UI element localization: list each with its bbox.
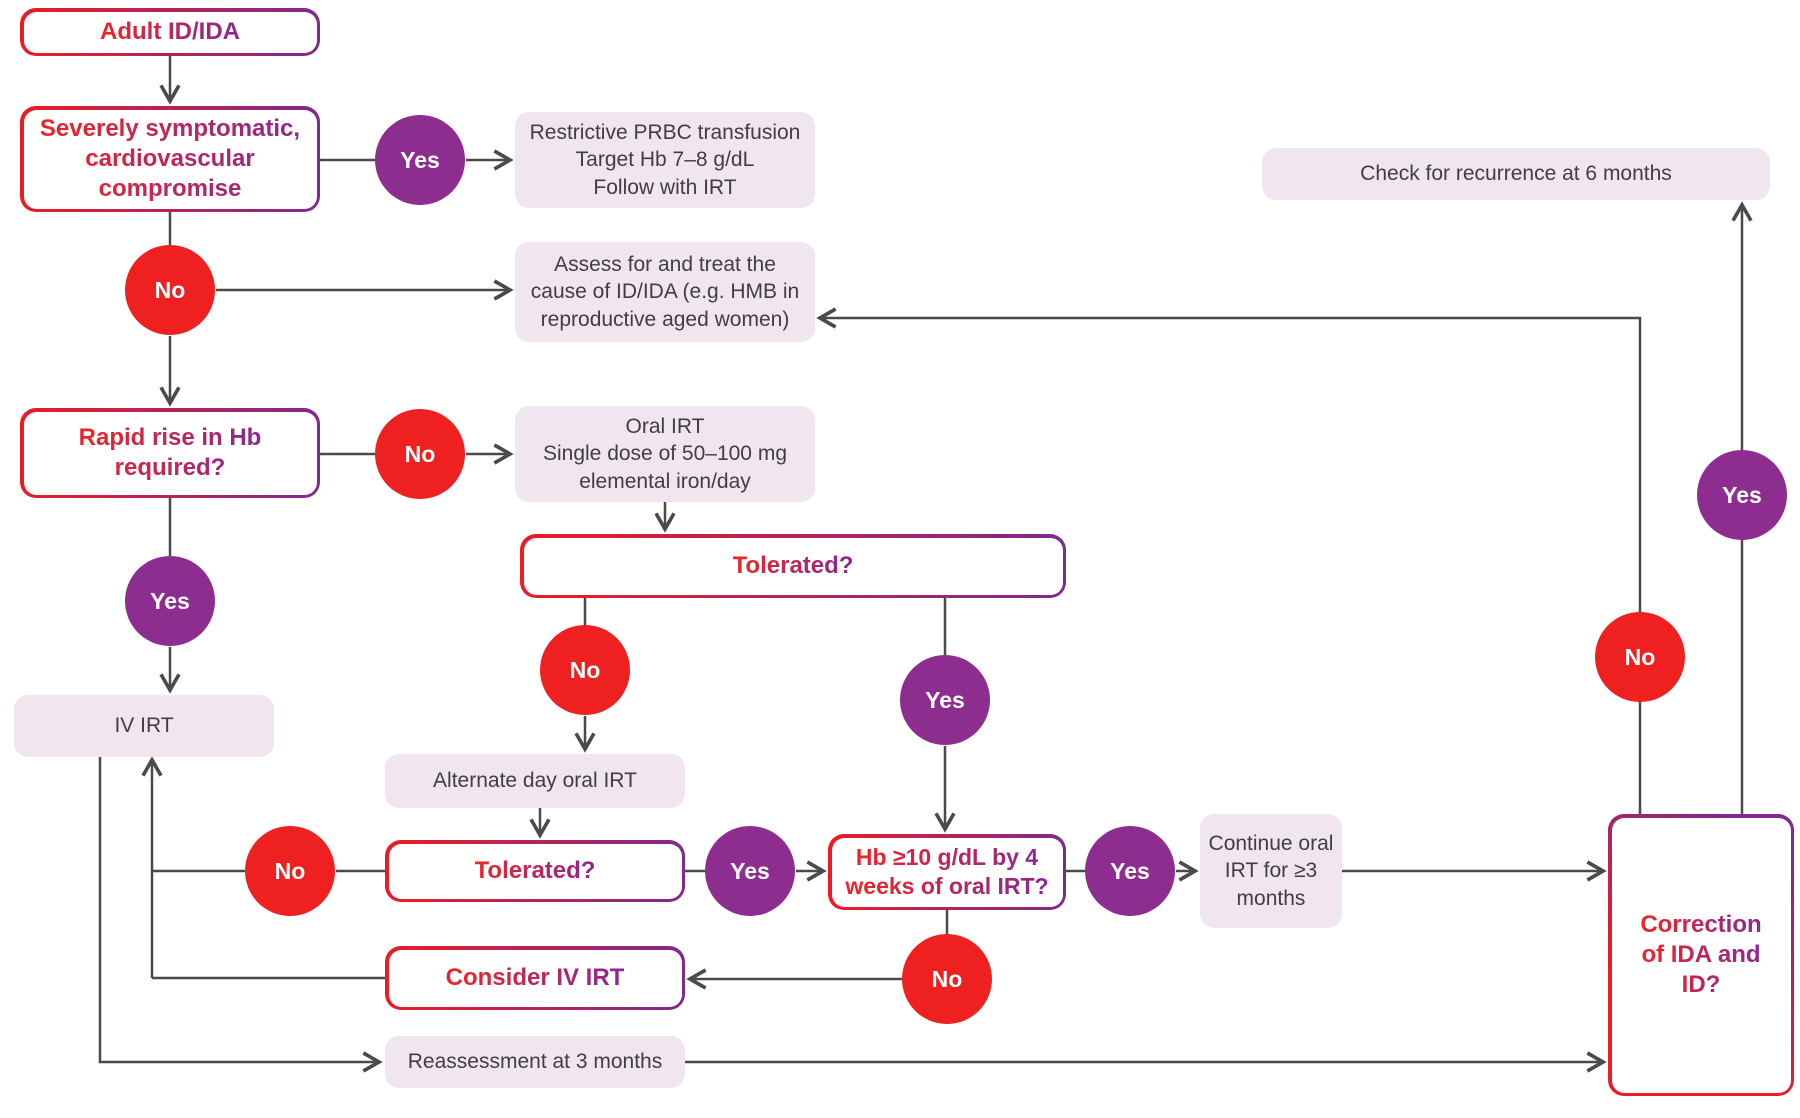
rapid-rise-box: Rapid rise in Hb required? xyxy=(20,408,320,498)
no-circle-tolerated2: No xyxy=(245,826,335,916)
check-recurrence-label: Check for recurrence at 6 months xyxy=(1360,162,1672,186)
severely-symptomatic-box: Severely symptomatic, cardiovascular com… xyxy=(20,106,320,212)
alternate-day-box: Alternate day oral IRT xyxy=(385,754,685,808)
hb-10-box: Hb ≥10 g/dL by 4 weeks of oral IRT? xyxy=(828,834,1066,910)
tolerated-2-label: Tolerated? xyxy=(474,857,596,884)
rapid-rise-label: Rapid rise in Hb required? xyxy=(78,424,262,481)
reassessment-label: Reassessment at 3 months xyxy=(407,1050,663,1074)
consider-iv-irt-label: Consider IV IRT xyxy=(445,964,625,991)
correction-label: Correction of IDA and ID? xyxy=(1640,911,1762,998)
adult-id-ida-box: Adult ID/IDA xyxy=(20,8,320,56)
connector-iv-irt-to-reassessment xyxy=(98,757,383,1073)
severely-symptomatic-label: Severely symptomatic, cardiovascular com… xyxy=(39,115,301,202)
yes-circle-rapid: Yes xyxy=(125,556,215,646)
yes-circle-correction: Yes xyxy=(1697,450,1787,540)
alternate-day-label: Alternate day oral IRT xyxy=(433,769,637,793)
yes-circle-tolerated1: Yes xyxy=(900,655,990,745)
prbc-transfusion-box: Restrictive PRBC transfusion Target Hb 7… xyxy=(515,112,815,208)
no-circle-severe: No xyxy=(125,245,215,335)
no-circle-tolerated1: No xyxy=(540,625,630,715)
yes-circle-severe: Yes xyxy=(375,115,465,205)
yes-circle-hb: Yes xyxy=(1085,826,1175,916)
iv-irt-box: IV IRT xyxy=(14,695,274,757)
check-recurrence-box: Check for recurrence at 6 months xyxy=(1262,148,1770,200)
prbc-transfusion-label: Restrictive PRBC transfusion Target Hb 7… xyxy=(529,121,801,199)
no-circle-correction: No xyxy=(1595,612,1685,702)
oral-irt-box: Oral IRT Single dose of 50–100 mg elemen… xyxy=(515,406,815,502)
tolerated-1-label: Tolerated? xyxy=(732,552,854,579)
reassessment-box: Reassessment at 3 months xyxy=(385,1036,685,1088)
assess-cause-box: Assess for and treat the cause of ID/IDA… xyxy=(515,242,815,342)
continue-oral-box: Continue oral IRT for ≥3 months xyxy=(1200,814,1342,928)
no-circle-rapid: No xyxy=(375,409,465,499)
consider-iv-irt-box: Consider IV IRT xyxy=(385,946,685,1010)
tolerated-1-box: Tolerated? xyxy=(520,534,1066,598)
assess-cause-label: Assess for and treat the cause of ID/IDA… xyxy=(530,253,800,331)
iv-irt-label: IV IRT xyxy=(114,714,174,738)
correction-box: Correction of IDA and ID? xyxy=(1608,814,1794,1096)
no-circle-hb: No xyxy=(902,934,992,1024)
continue-oral-label: Continue oral IRT for ≥3 months xyxy=(1208,832,1334,910)
yes-circle-tolerated2: Yes xyxy=(705,826,795,916)
oral-irt-label: Oral IRT Single dose of 50–100 mg elemen… xyxy=(542,415,787,493)
tolerated-2-box: Tolerated? xyxy=(385,840,685,902)
adult-id-ida-label: Adult ID/IDA xyxy=(100,18,240,45)
hb-10-label: Hb ≥10 g/dL by 4 weeks of oral IRT? xyxy=(845,844,1049,899)
